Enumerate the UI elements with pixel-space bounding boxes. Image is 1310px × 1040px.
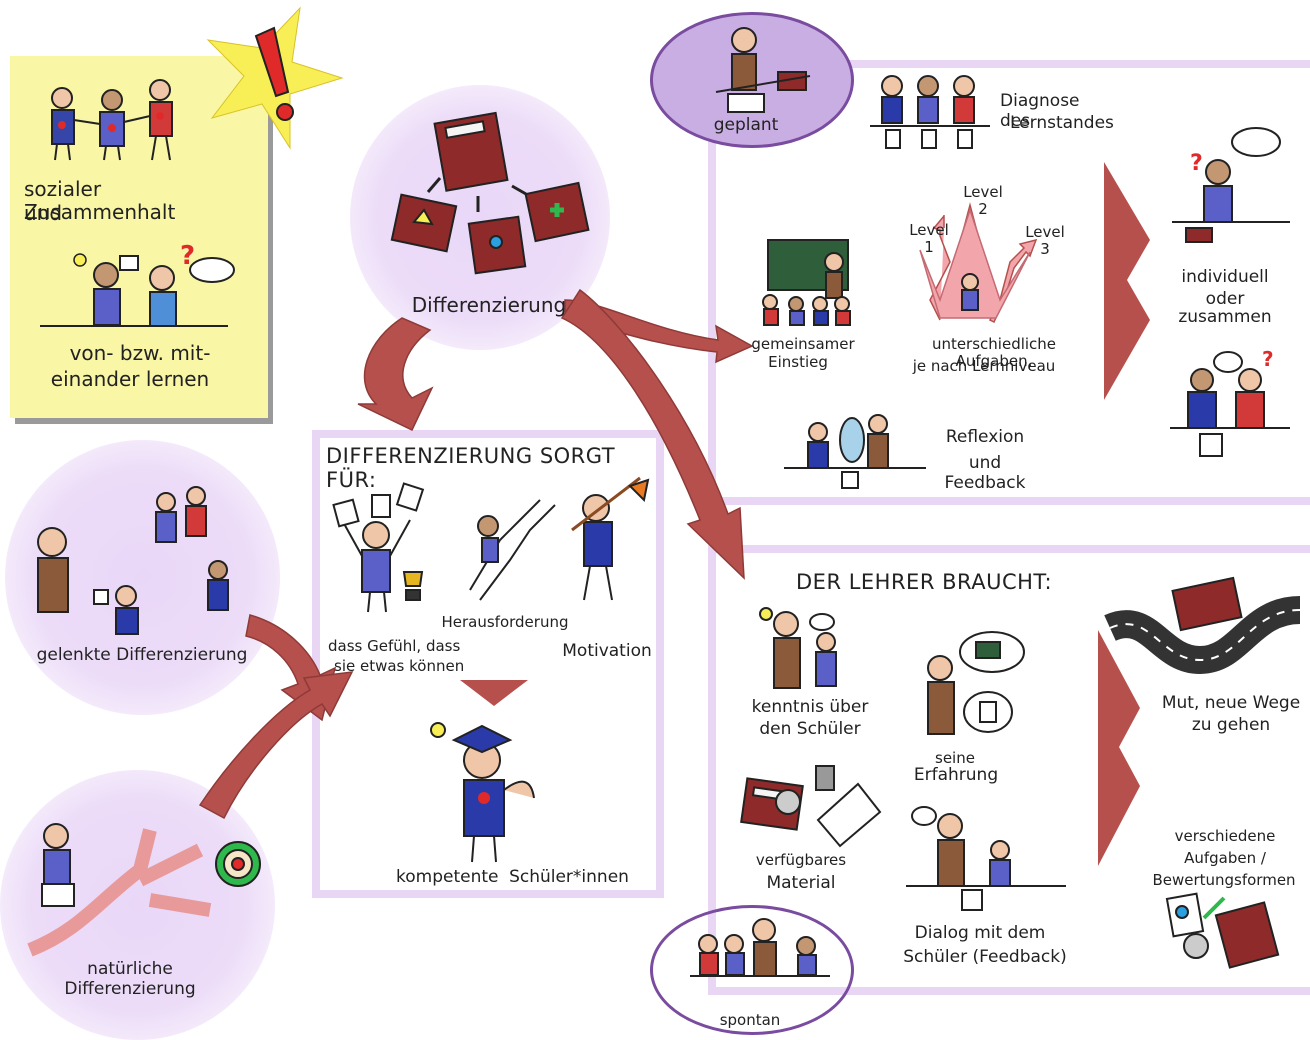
kenntnis-line1: kenntnis über	[751, 697, 869, 717]
graduate-student-figure	[430, 722, 535, 863]
diagnose-line1: Diagnose des	[1000, 91, 1080, 131]
result-schueler: Schüler*innen	[509, 867, 629, 887]
dialog-line1: Dialog mit dem	[914, 923, 1046, 943]
item-herausforderung: Herausforderung	[441, 613, 569, 631]
reflexion-line2: und Feedback	[944, 453, 1026, 493]
arrow-to-center-box	[357, 317, 434, 432]
mut-line1: Mut, neue Wege	[1161, 693, 1301, 713]
question-mark-icon-2: ?	[1190, 151, 1203, 176]
zusammen-figures	[1170, 351, 1290, 457]
item-motivation: Motivation	[562, 641, 652, 661]
geplant-label: geplant	[713, 115, 779, 135]
natuerliche-label: natürliche Differenzierung	[64, 959, 196, 999]
sticky-line1: sozialer Zusammenhalt	[24, 177, 176, 224]
road-icon	[1104, 576, 1302, 675]
individuell-line3: zusammen	[1178, 307, 1272, 327]
chevron-lower-2	[1098, 708, 1140, 866]
material-line1: verfügbares	[755, 851, 847, 869]
climbing-student-figure	[469, 499, 556, 601]
erfahrung-figure	[927, 631, 1025, 735]
individuell-line1: individuell	[1181, 267, 1269, 287]
motivated-student-figure	[571, 476, 650, 601]
dialog-line2: Schüler (Feedback)	[903, 947, 1067, 967]
reflexion-line1: Reflexion	[945, 427, 1025, 447]
aufgaben-line1: unterschiedliche Aufgaben,	[931, 335, 1057, 371]
diagnose-figures	[870, 75, 990, 149]
happy-student-figure	[332, 482, 425, 613]
dialog-figures	[906, 806, 1066, 911]
formen-icons	[1165, 892, 1280, 969]
question-mark-icon: ?	[180, 241, 195, 271]
sticky-line4: einander lernen	[50, 367, 210, 391]
sticky-line2: und	[24, 201, 63, 225]
individuell-line2: oder	[1205, 289, 1245, 309]
two-kids-learning-figure	[40, 255, 235, 327]
individuell-figure	[1172, 127, 1290, 243]
spontan-oval	[650, 905, 854, 1035]
gelenkte-figures	[37, 486, 229, 635]
arrow-natuerliche	[198, 671, 354, 820]
exclamation-star-icon	[206, 6, 344, 150]
formen-line3: Bewertungsformen	[1152, 871, 1296, 889]
differenzierung-label: Differenzierung	[411, 293, 567, 317]
spontan-label: spontan	[719, 1011, 781, 1029]
mut-line2: zu gehen	[1191, 715, 1271, 735]
erfahrung-line2: Erfahrung	[913, 765, 999, 785]
kenntnis-line2: den Schüler	[759, 719, 861, 739]
center-box-title: DIFFERENZIERUNG SORGT FÜR:	[326, 444, 616, 493]
einstieg-chalkboard	[762, 239, 851, 326]
kenntnis-figures	[759, 607, 837, 689]
sticky-line3: von- bzw. mit-	[69, 341, 211, 365]
lightbulb-icon	[73, 253, 87, 267]
result-kompetente: kompetente	[396, 867, 499, 887]
formen-line2: Aufgaben /	[1184, 849, 1266, 867]
three-kids-figure	[51, 79, 173, 161]
diagnose-line2: Lernstandes	[1010, 113, 1114, 133]
result-triangle	[460, 680, 528, 706]
arrow-to-teacher	[560, 288, 745, 580]
question-mark-icon-3: ?	[1262, 347, 1274, 371]
level3-label: Level 3	[1025, 223, 1065, 259]
natuerliche-figure	[27, 823, 261, 957]
material-icons	[740, 765, 882, 848]
erfahrung-line1: seine	[935, 749, 975, 767]
item-gefuehl-line1: dass Gefühl, dass	[328, 637, 461, 655]
item-gefuehl-line2: sie etwas können	[334, 657, 465, 675]
chevron-upper-2	[1104, 240, 1150, 400]
levels-arrow-figure	[919, 202, 1038, 324]
einstieg-line1: gemeinsamer	[751, 335, 855, 353]
einstieg-line2: Einstieg	[768, 353, 828, 371]
books-icon	[390, 111, 590, 275]
reflexion-figures	[784, 414, 926, 489]
gelenkte-label: gelenkte Differenzierung	[36, 645, 248, 665]
material-line2: Material	[766, 873, 836, 893]
teacher-panel-title: DER LEHRER BRAUCHT:	[796, 570, 1053, 594]
level1-label: Level 1	[909, 221, 949, 257]
aufgaben-line2: je nach Lernniveau	[912, 357, 1056, 375]
formen-line1: verschiedene	[1174, 827, 1276, 845]
level2-label: Level 2	[963, 183, 1003, 219]
